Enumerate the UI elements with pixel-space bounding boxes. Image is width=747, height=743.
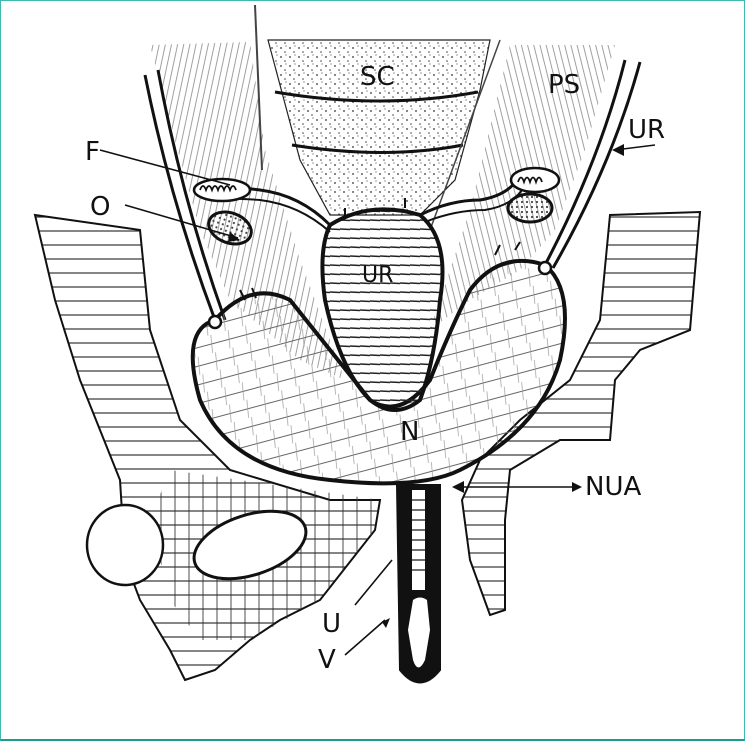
label-o: O xyxy=(90,192,110,222)
label-f: F xyxy=(85,137,100,167)
leader-v xyxy=(344,619,386,656)
label-nua: NUA xyxy=(585,472,641,502)
left-muscle-band xyxy=(150,42,345,380)
label-ur-center: UR xyxy=(362,263,393,288)
ureter-right xyxy=(543,59,627,266)
ovary-right xyxy=(506,192,554,224)
leader-f xyxy=(99,149,231,186)
sacrum xyxy=(267,39,491,216)
fimbria-left xyxy=(192,177,252,203)
label-v: V xyxy=(318,645,336,675)
obturator-foramen xyxy=(192,509,308,581)
label-ur-right: UR xyxy=(628,115,665,145)
ureter-left xyxy=(143,74,217,321)
uterus xyxy=(320,207,445,412)
ovary-left xyxy=(207,210,253,246)
label-u: U xyxy=(322,609,341,639)
label-n: N xyxy=(400,417,419,447)
leader-o xyxy=(124,204,239,239)
label-ps: PS xyxy=(548,70,580,100)
hip-joint xyxy=(85,503,165,587)
label-sc: SC xyxy=(360,62,395,92)
leader-u xyxy=(354,559,393,606)
